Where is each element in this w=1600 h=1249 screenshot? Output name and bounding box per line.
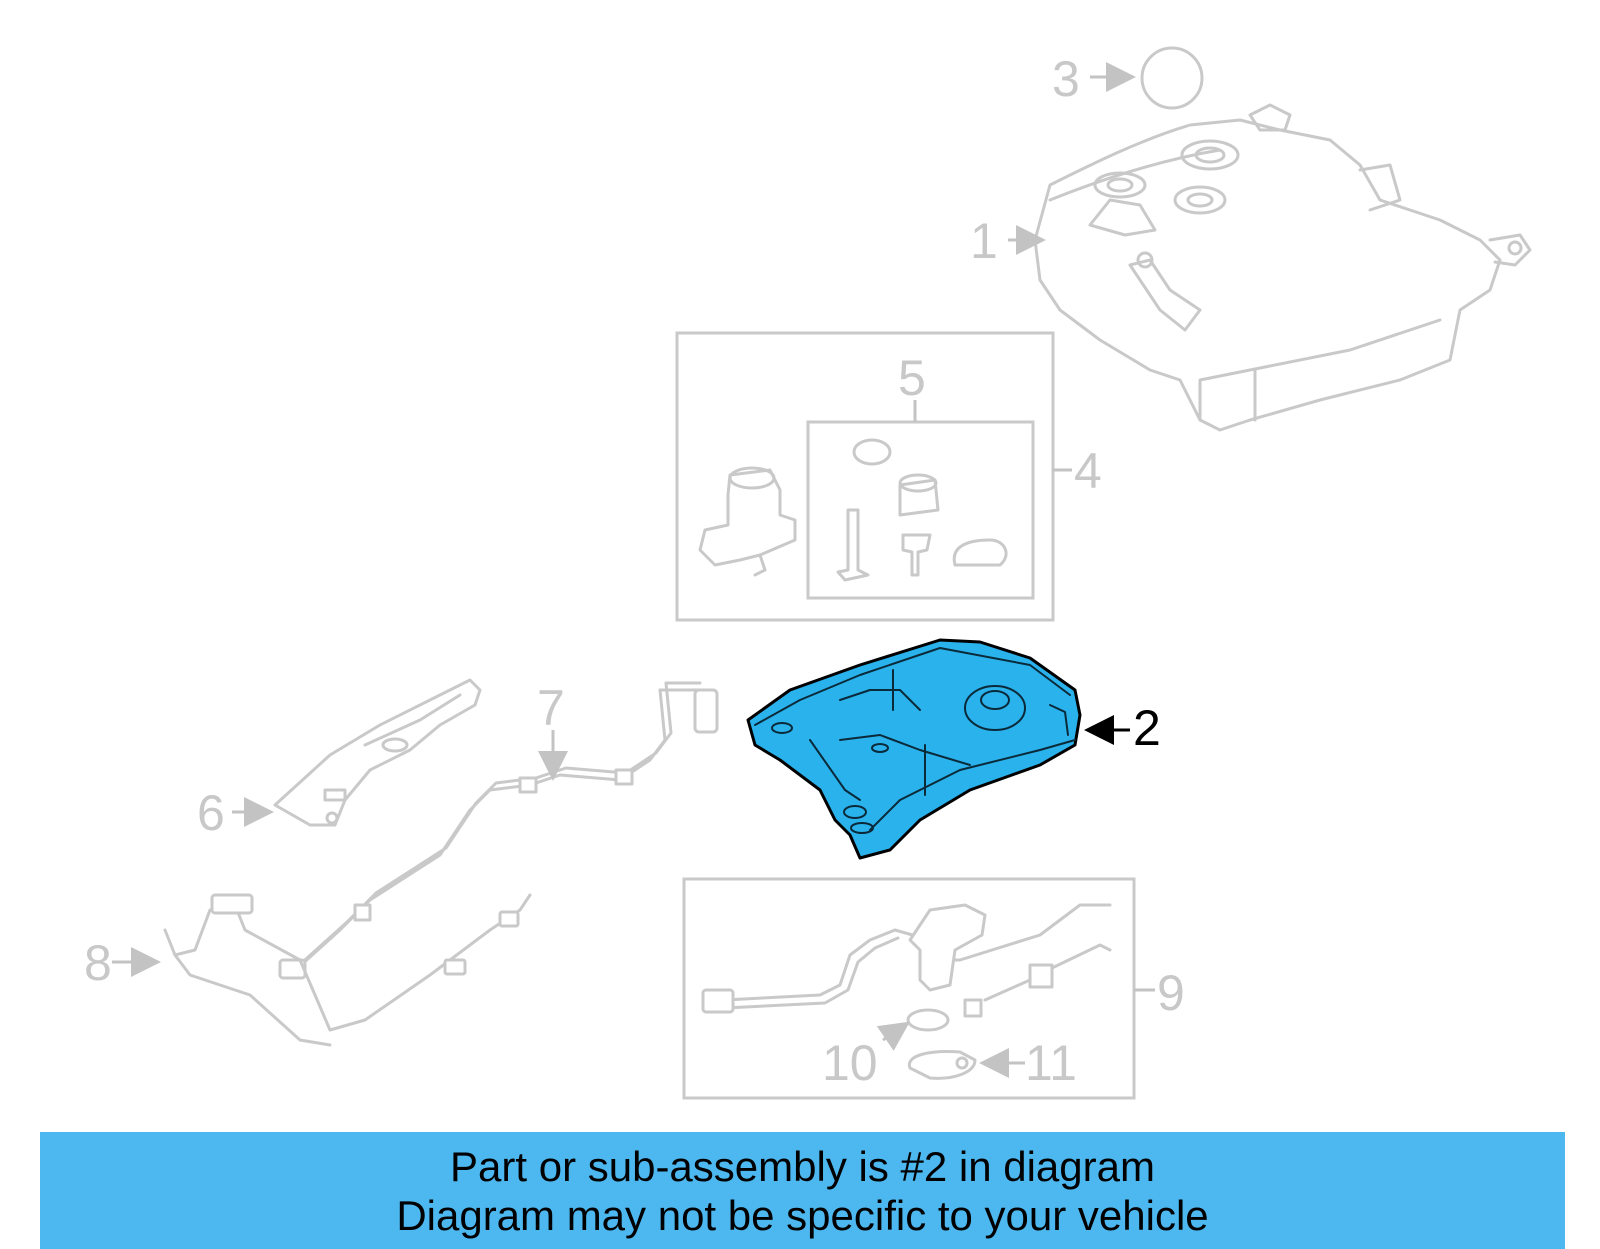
part-2-highlighted-part	[746, 638, 1130, 860]
part-1-fuel-tank	[1033, 103, 1532, 432]
group-9-box	[682, 877, 1155, 1100]
callout-1: 1	[970, 213, 998, 269]
callout-10: 10	[822, 1035, 878, 1091]
callout-8: 8	[84, 935, 112, 991]
group-4-box	[675, 331, 1072, 622]
banner-line-2: Diagram may not be specific to your vehi…	[396, 1192, 1209, 1239]
part-7-hose	[278, 681, 719, 980]
callout-11: 11	[1025, 1035, 1077, 1091]
callout-2: 2	[1133, 700, 1161, 756]
part-3-o-ring	[1140, 46, 1204, 110]
callout-5: 5	[898, 350, 926, 406]
banner-line-1: Part or sub-assembly is #2 in diagram	[450, 1143, 1155, 1190]
callout-4: 4	[1074, 443, 1102, 499]
callout-6: 6	[197, 785, 225, 841]
part-8-harness	[163, 893, 532, 1047]
part-6-bracket	[273, 678, 482, 827]
info-banner: Part or sub-assembly is #2 in diagram Di…	[40, 1132, 1565, 1249]
callout-9: 9	[1157, 965, 1185, 1021]
callout-7: 7	[537, 680, 565, 736]
callout-3: 3	[1052, 51, 1080, 107]
